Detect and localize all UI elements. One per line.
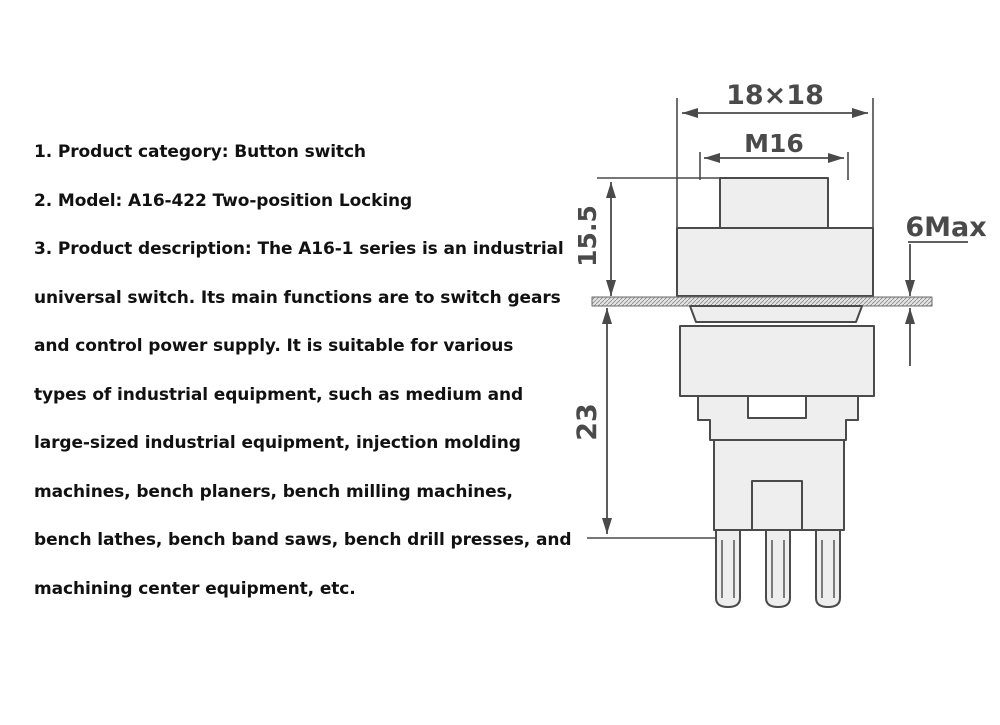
bezel	[676, 227, 874, 297]
nut-neck	[689, 305, 863, 323]
terminal-pin	[765, 529, 791, 608]
product-specification: 1. Product category: Button switch 2. Mo…	[34, 128, 572, 613]
mounting-panel	[591, 296, 933, 307]
terminal-pin	[815, 529, 841, 608]
dimension-thread-label: M16	[744, 129, 804, 158]
dimension-panel-label: 6Max	[905, 212, 986, 243]
center-slot	[751, 480, 803, 531]
dimension-width-label: 18×18	[726, 80, 824, 111]
spec-line-description: large-sized industrial equipment, inject…	[34, 433, 521, 453]
spec-line-description: universal switch. Its main functions are…	[34, 287, 561, 308]
spec-line-model: 2. Model: A16-422 Two-position Locking	[34, 190, 413, 211]
switch-housing	[697, 395, 859, 441]
spec-line-description: bench lathes, bench band saws, bench dri…	[34, 530, 572, 550]
spec-line-description: types of industrial equipment, such as m…	[34, 384, 524, 405]
mounting-nut	[679, 325, 875, 397]
dimension-head-height-label: 15.5	[573, 205, 602, 267]
dimension-body-height-label: 23	[572, 403, 603, 441]
spec-line-category: 1. Product category: Button switch	[34, 142, 366, 162]
spec-line-description: machines, bench planers, bench milling m…	[34, 481, 513, 502]
spec-line-description: machining center equipment, etc.	[34, 578, 356, 599]
terminal-pin	[715, 529, 741, 608]
button-cap	[719, 177, 829, 231]
spec-line-description: 3. Product description: The A16-1 series…	[34, 239, 564, 259]
spec-line-description: and control power supply. It is suitable…	[34, 336, 514, 356]
